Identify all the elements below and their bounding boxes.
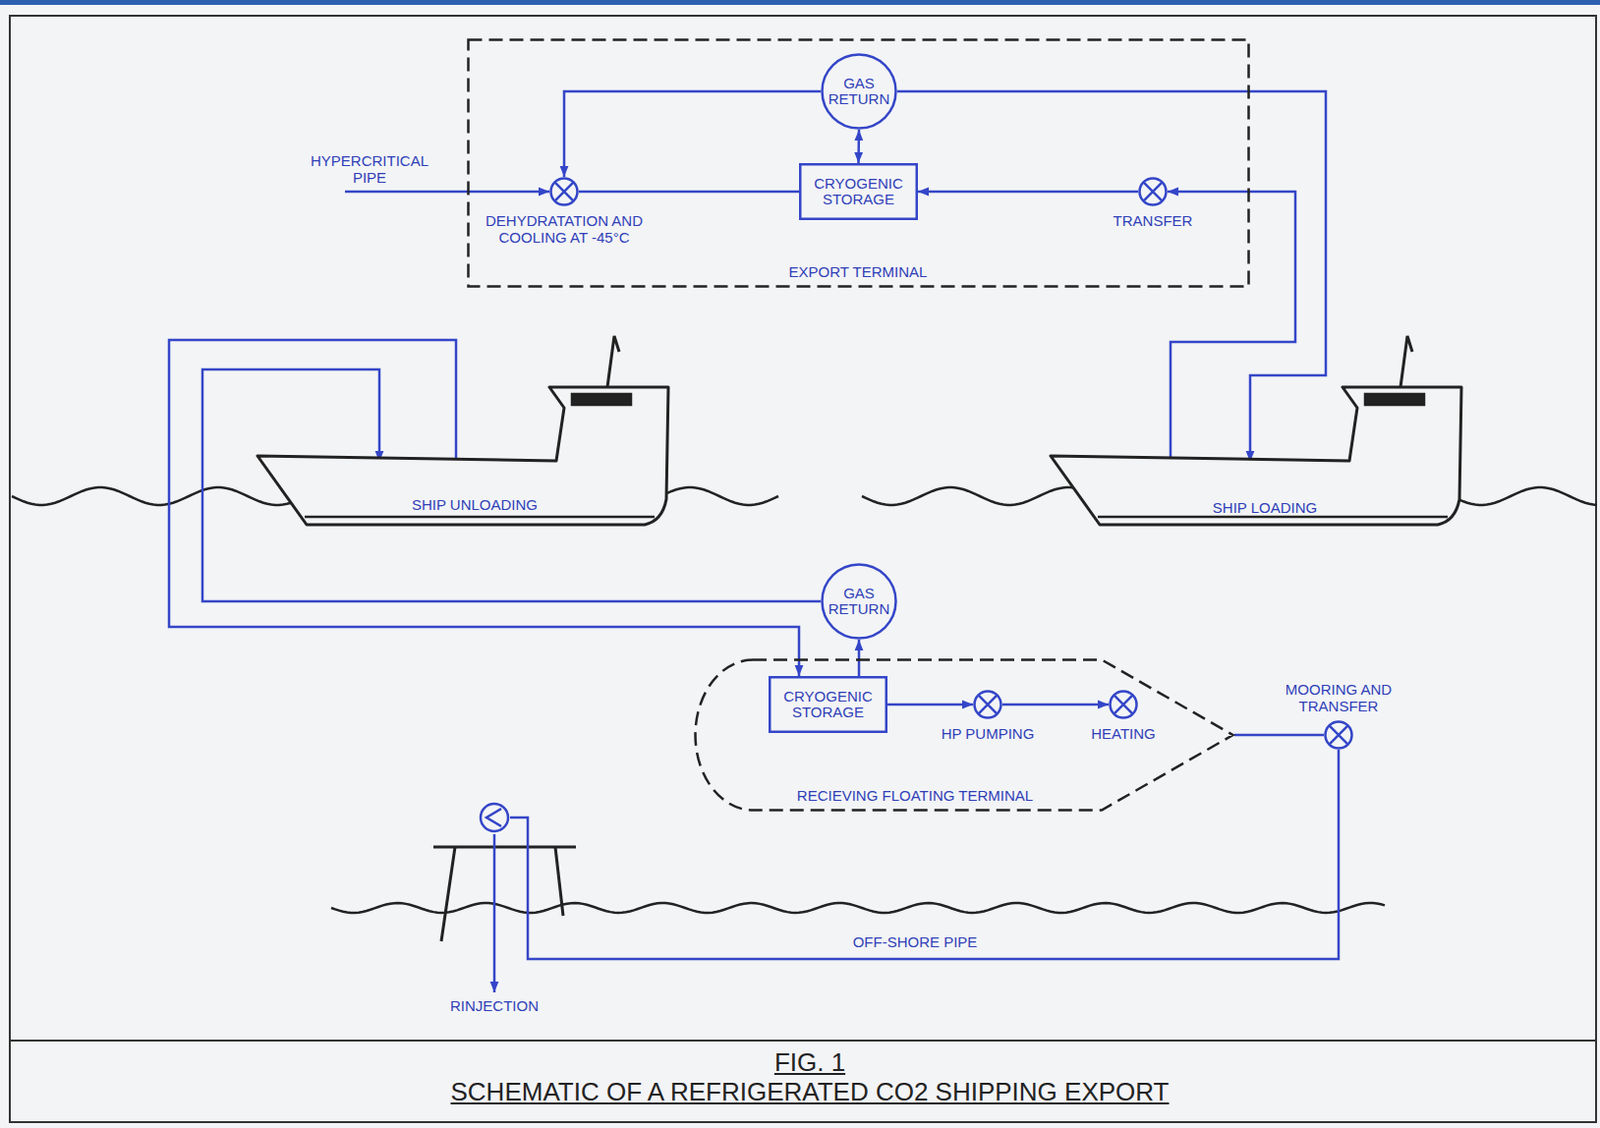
gas-return-circle [822,565,897,639]
node-label: GAS RETURN [825,75,893,109]
pipe-connector [578,190,800,194]
node-label: SHIP UNLOADING [411,497,538,515]
valve-node: DEHYDRATATION AND COOLING AT -45°C [549,176,579,207]
valve-symbol [551,178,578,206]
ship-hull [1050,387,1462,525]
storage-box: CRYOGENIC STORAGE [799,163,918,221]
valve-node: MOORING AND TRANSFER [1323,720,1354,750]
node-label: EXPORT TERMINAL [789,264,928,282]
pipe-connector [857,129,860,164]
pump-triangle [486,808,502,827]
pipe-connector [169,340,800,677]
node-outline [972,689,1003,720]
symbol-label: HEATING [1064,726,1183,743]
pipe-connector [510,749,1339,960]
figure-number: FIG. 1 [774,1048,846,1078]
symbol-label: DEHYDRATATION AND COOLING AT -45°C [475,213,653,246]
sea-wave [331,903,1385,914]
gas-return-circle [822,55,897,129]
terminal-region: RECIEVING FLOATING TERMINAL CRYOGENIC STO… [693,658,1235,812]
node-label: GAS RETURN [825,585,893,619]
storage-box: CRYOGENIC STORAGE [768,676,888,734]
ship-node: SHIP LOADING [1050,461,1464,531]
pump-node: RINJECTION [478,801,511,834]
valve-cross [977,694,997,714]
title-separator [9,1039,1597,1042]
pipe-label: OFF-SHORE PIPE [849,934,982,952]
hypercritical-pipe [344,190,550,194]
valve-symbol [1110,691,1138,719]
ship-mast [607,336,620,388]
ship-mast [1400,336,1413,388]
valve-node: HP PUMPING [972,689,1003,720]
symbol-label: TRANSFER [1093,213,1212,230]
symbol-label: HP PUMPING [918,726,1057,743]
valve-cross [1113,694,1133,714]
node-label: CRYOGENIC STORAGE [804,175,913,209]
symbol-label: RINJECTION [450,998,539,1016]
valve-cross [554,181,573,201]
node-label: SHIP LOADING [1212,500,1317,517]
valve-cross [1328,725,1348,744]
valve-symbol [974,691,1002,719]
valve-symbol [1325,722,1353,749]
ship-windows [1365,394,1425,405]
top-strip [0,0,1600,5]
platform-leg [555,847,564,916]
node-outline [1138,176,1168,207]
platform-leg [441,847,456,942]
valve-node: HEATING [1108,689,1139,720]
pipe-connector [202,369,821,602]
node-outline [549,176,579,207]
gas-return-node: GAS RETURN [820,53,898,130]
pipe-connector [917,190,1139,194]
pipe-connector [1167,191,1296,462]
node-outline [1323,720,1354,750]
pipe-connector [564,91,821,177]
pump-symbol [480,803,509,832]
pipe-connector [857,639,861,677]
storage-box [800,164,917,220]
pipe-connector [1002,703,1109,707]
ship-keel [1097,515,1448,519]
valve-cross [1142,181,1162,201]
storage-box [769,677,887,733]
pipe-label: HYPERCRITICAL PIPE [305,153,434,186]
node-outline [1108,689,1139,720]
ship-keel [304,515,655,519]
pipe-connector [897,91,1326,462]
gas-return-node: GAS RETURN [820,563,898,640]
ship-node: SHIP UNLOADING [257,461,671,531]
pipe-connector [887,703,973,707]
valve-symbol [1140,178,1167,206]
node-label: RECIEVING FLOATING TERMINAL [797,788,1033,805]
node-outline [1050,461,1464,531]
terminal-border [468,40,1250,287]
ship-windows [571,394,631,405]
pipe-connector [1234,734,1324,738]
injection-arrow [493,834,497,993]
node-label: CRYOGENIC STORAGE [774,688,882,722]
terminal-border [695,660,1234,811]
ship-hull [257,387,669,525]
figure-caption: SCHEMATIC OF A REFRIGERATED CO2 SHIPPING… [450,1078,1169,1107]
symbol-label: MOORING AND TRANSFER [1277,682,1401,715]
node-outline [478,801,511,834]
terminal-region: EXPORT TERMINAL GAS RETURN CRYOGENIC STORA… [466,38,1251,288]
frame [9,15,1597,1123]
valve-node: TRANSFER [1138,176,1168,207]
